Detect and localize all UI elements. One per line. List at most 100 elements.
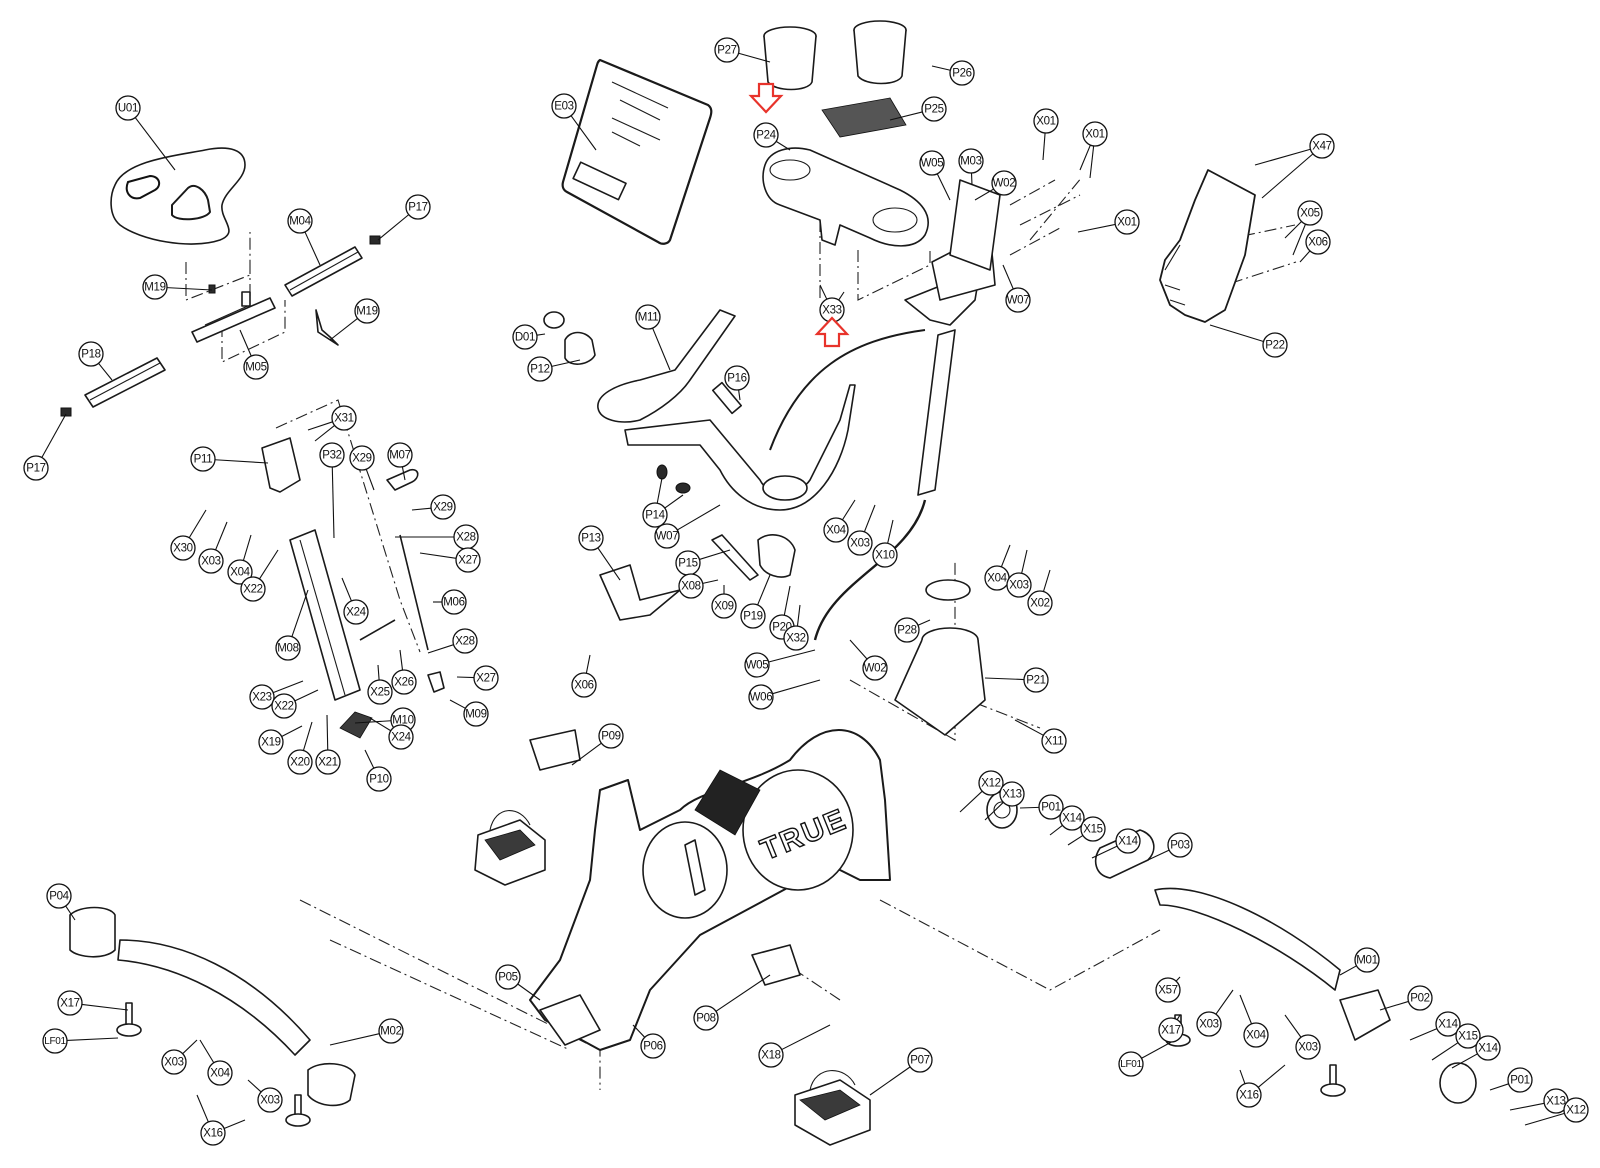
mast <box>904 231 996 496</box>
callout-x47: X47 <box>1309 133 1335 159</box>
leader-line <box>98 362 113 381</box>
callout-circle <box>405 194 431 220</box>
callout-x04: X04 <box>1243 1022 1269 1048</box>
callout-label: X25 <box>370 687 390 699</box>
callout-circle <box>1115 828 1141 854</box>
callout-circle <box>512 324 538 350</box>
callout-m05: M05 <box>243 354 269 380</box>
main-frame: TRUE <box>529 729 891 1051</box>
callout-label: X04 <box>826 525 846 537</box>
callout-circle <box>142 274 168 300</box>
callout-x04: X04 <box>227 559 253 585</box>
callout-circle <box>949 60 975 86</box>
callout-circle <box>1435 1011 1461 1037</box>
callout-circle <box>1305 229 1331 255</box>
callout-label: X04 <box>987 573 1007 585</box>
callout-label: W02 <box>993 178 1016 190</box>
callout-circle <box>1033 108 1059 134</box>
callout-label: LF01 <box>44 1036 66 1047</box>
callout-circle <box>441 589 467 615</box>
leader-line <box>411 507 432 511</box>
leader-line <box>772 679 821 695</box>
console <box>561 58 713 245</box>
callout-circle <box>207 1060 233 1086</box>
callout-label: X04 <box>1246 1030 1266 1042</box>
leader-line <box>889 111 923 121</box>
console-bracket <box>949 179 1001 271</box>
callout-label: P03 <box>1170 840 1190 852</box>
callout-w02: W02 <box>862 655 888 681</box>
callout-x04: X04 <box>207 1060 233 1086</box>
callout-label: M10 <box>392 715 413 727</box>
end-cap <box>369 235 381 245</box>
callout-label: X30 <box>173 543 193 555</box>
callout-label: X03 <box>260 1095 280 1107</box>
callout-circle <box>598 723 624 749</box>
callout-circle <box>711 593 737 619</box>
callout-x27: X27 <box>473 665 499 691</box>
callout-label: X14 <box>1062 813 1082 825</box>
leader-line <box>456 676 475 679</box>
callout-circle <box>571 672 597 698</box>
callout-label: X33 <box>822 305 842 317</box>
callout-circle <box>678 573 704 599</box>
callout-x03: X03 <box>847 530 873 556</box>
callout-x22: X22 <box>240 576 266 602</box>
callout-circle <box>999 781 1025 807</box>
callout-label: X09 <box>714 601 734 613</box>
leader-line <box>314 425 335 442</box>
callout-m08: M08 <box>275 635 301 661</box>
callout-label: X19 <box>261 737 281 749</box>
callout-circle <box>1059 805 1085 831</box>
leader-line <box>1077 223 1116 233</box>
callout-label: X06 <box>574 680 594 692</box>
callout-circle <box>257 1087 283 1113</box>
callout-circle <box>872 542 898 568</box>
callout-x25: X25 <box>367 679 393 705</box>
callout-x03: X03 <box>257 1087 283 1113</box>
callout-p17: P17 <box>23 455 49 481</box>
callout-p27: P27 <box>714 37 740 63</box>
leader-line <box>1176 1014 1181 1020</box>
callout-label: X17 <box>60 998 80 1010</box>
callout-label: P28 <box>897 625 917 637</box>
callout-circle <box>1262 332 1288 358</box>
callout-circle <box>1155 977 1181 1003</box>
callout-label: X01 <box>1117 217 1137 229</box>
callout-label: X24 <box>391 732 411 744</box>
callout-circle <box>1297 200 1323 226</box>
callout-circle <box>654 523 680 549</box>
callout-x28: X28 <box>452 628 478 654</box>
callout-label: X03 <box>1199 1019 1219 1031</box>
callout-circle <box>527 356 553 382</box>
callout-circle <box>740 603 766 629</box>
callout-label: P17 <box>408 202 428 214</box>
callout-label: X15 <box>1083 824 1103 836</box>
leader-line <box>1209 324 1264 342</box>
leader-line <box>917 619 931 626</box>
leader-line <box>796 604 801 627</box>
wire-harness-upper <box>769 329 926 451</box>
callout-label: M04 <box>289 216 311 228</box>
rod <box>399 534 429 651</box>
callout-x28: X28 <box>453 524 479 550</box>
callout-circle <box>823 517 849 543</box>
callout-label: P07 <box>910 1055 930 1067</box>
callout-lf01: LF01 <box>1118 1051 1144 1077</box>
leader-line <box>597 547 621 581</box>
leader-line <box>399 649 404 671</box>
leader-line <box>81 1003 129 1011</box>
callout-circle <box>1006 572 1032 598</box>
callout-circle <box>161 1049 187 1075</box>
callout-m09: M09 <box>463 701 489 727</box>
callout-p09: P09 <box>598 723 624 749</box>
callout-label: X27 <box>476 673 496 685</box>
callout-circle <box>919 150 945 176</box>
callout-p11: P11 <box>190 446 216 472</box>
leader-line <box>1141 1039 1176 1059</box>
callout-x26: X26 <box>391 669 417 695</box>
callout-x57: X57 <box>1155 977 1181 1003</box>
callout-label: X21 <box>318 757 338 769</box>
callout-circle <box>1082 121 1108 147</box>
leader-line <box>974 188 994 201</box>
